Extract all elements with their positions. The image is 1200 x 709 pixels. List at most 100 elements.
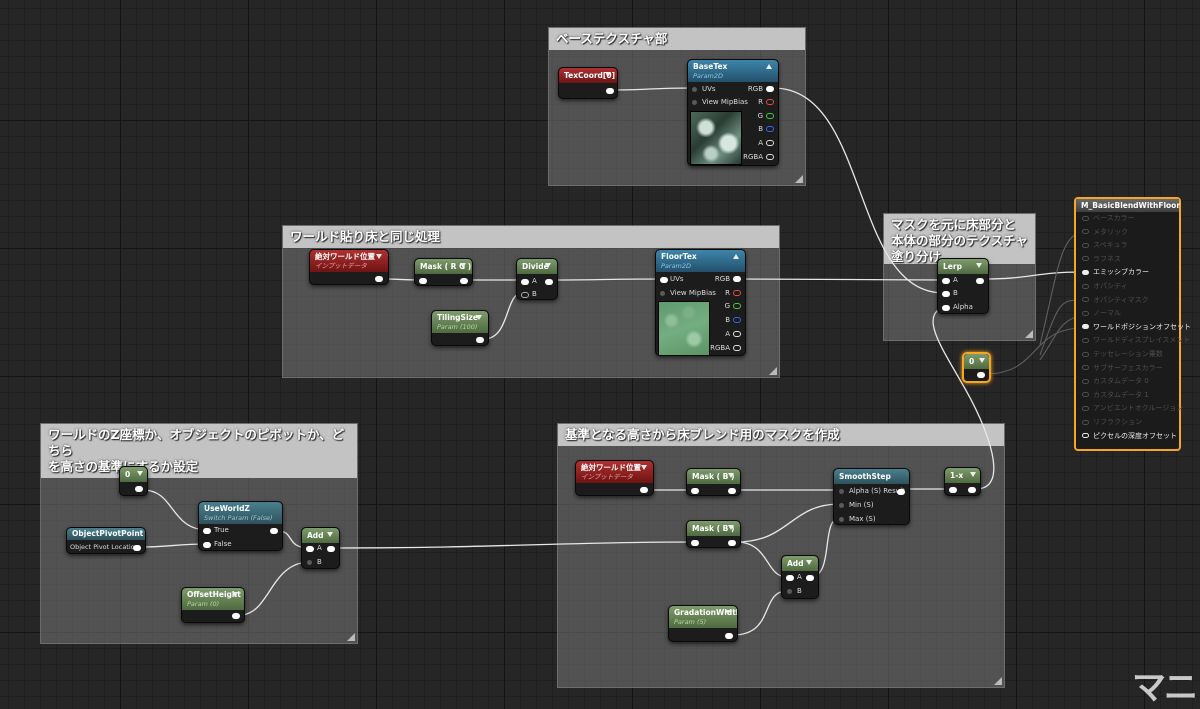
input-pin[interactable] xyxy=(419,278,427,284)
collapse-icon[interactable] xyxy=(725,610,731,615)
input-pin[interactable] xyxy=(691,488,699,494)
collapse-icon[interactable] xyxy=(766,64,772,69)
collapse-icon[interactable] xyxy=(605,72,611,77)
constant-zero-node[interactable]: 0 xyxy=(119,466,148,496)
material-pin-16[interactable]: ピクセルの深度オフセット xyxy=(1082,431,1177,441)
one-minus-node[interactable]: 1-x xyxy=(944,467,981,496)
collapse-icon[interactable] xyxy=(460,263,466,268)
output-pin-a[interactable] xyxy=(733,331,741,337)
material-pin-10[interactable]: テッセレーション乗数 xyxy=(1082,349,1163,359)
input-pin-true[interactable] xyxy=(203,528,211,534)
absolute-world-position-node[interactable]: 絶対ワールド位置 インプットデータ xyxy=(309,249,389,285)
constant-zero-node-selected[interactable]: 0 xyxy=(962,352,991,383)
gradation-width-node[interactable]: GradationWidth Param (5) xyxy=(668,605,738,642)
material-pin-7[interactable]: ノーマル xyxy=(1082,308,1121,318)
material-pin-11[interactable]: サブサーフェスカラー xyxy=(1082,363,1163,373)
output-pin[interactable] xyxy=(806,575,814,581)
input-pin-icon[interactable] xyxy=(1082,310,1089,316)
output-pin[interactable] xyxy=(606,88,614,94)
input-pin-alpha[interactable] xyxy=(839,489,844,494)
input-pin-icon[interactable] xyxy=(1082,405,1089,411)
input-pin-b[interactable] xyxy=(942,291,950,297)
resize-handle[interactable] xyxy=(1025,330,1033,338)
output-pin[interactable] xyxy=(327,546,335,552)
resize-handle[interactable] xyxy=(994,677,1002,685)
input-pin-icon[interactable] xyxy=(1082,337,1089,343)
input-pin-a[interactable] xyxy=(786,575,794,581)
material-pin-15[interactable]: リフラクション xyxy=(1082,417,1142,427)
material-result-node[interactable]: M_BasicBlendWithFloor ベースカラーメタリックスペキュララフ… xyxy=(1074,197,1191,451)
output-pin[interactable] xyxy=(968,487,976,493)
collapse-icon[interactable] xyxy=(137,471,143,476)
add-node[interactable]: Add A B xyxy=(781,555,819,599)
input-pin-icon[interactable] xyxy=(1082,351,1089,357)
material-pin-1[interactable]: メタリック xyxy=(1082,227,1128,237)
collapse-icon[interactable] xyxy=(728,525,734,530)
input-pin-min[interactable] xyxy=(839,503,844,508)
absolute-world-position-node[interactable]: 絶対ワールド位置 インプットデータ xyxy=(575,460,654,496)
material-pin-14[interactable]: アンビエントオクルージョン xyxy=(1082,403,1183,413)
input-pin-a[interactable] xyxy=(521,279,529,285)
input-pin[interactable] xyxy=(949,487,957,493)
collapse-icon[interactable] xyxy=(641,465,647,470)
output-pin[interactable] xyxy=(977,372,985,378)
object-pivot-point-node[interactable]: ObjectPivotPoint Object Pivot Location xyxy=(66,527,146,554)
input-pin-icon[interactable] xyxy=(1082,297,1089,303)
output-pin-r[interactable] xyxy=(766,99,774,105)
material-pin-6[interactable]: オパシティマスク xyxy=(1082,295,1149,305)
output-pin-rgb[interactable] xyxy=(766,86,774,92)
input-pin-b[interactable] xyxy=(521,292,529,298)
resize-handle[interactable] xyxy=(347,633,355,641)
material-pin-2[interactable]: スペキュラ xyxy=(1082,240,1128,250)
material-pin-0[interactable]: ベースカラー xyxy=(1082,213,1135,223)
input-pin-icon[interactable] xyxy=(1082,433,1089,439)
output-pin[interactable] xyxy=(460,278,468,284)
output-pin-g[interactable] xyxy=(766,113,774,119)
collapse-icon[interactable] xyxy=(979,358,985,363)
collapse-icon[interactable] xyxy=(733,254,739,259)
output-pin-rgba[interactable] xyxy=(733,345,741,351)
input-pin-b[interactable] xyxy=(787,589,792,594)
output-pin-b[interactable] xyxy=(733,317,741,323)
output-pin-g[interactable] xyxy=(733,303,741,309)
floortex-node[interactable]: FloorTex Param2D UVs View MipBias RGB R … xyxy=(655,249,746,356)
offset-height-node[interactable]: OffsetHeight Param (0) xyxy=(181,587,245,623)
collapse-icon[interactable] xyxy=(327,532,333,537)
collapse-icon[interactable] xyxy=(976,263,982,268)
output-pin-a[interactable] xyxy=(766,140,774,146)
input-pin-icon[interactable] xyxy=(1082,229,1089,235)
mask-b-node[interactable]: Mask ( B ) xyxy=(686,520,741,548)
mask-b-node[interactable]: Mask ( B ) xyxy=(686,468,741,496)
input-pin-mipbias[interactable] xyxy=(660,291,665,296)
resize-handle[interactable] xyxy=(795,175,803,183)
input-pin-uvs[interactable] xyxy=(692,87,697,92)
basetex-node[interactable]: BaseTex Param2D UVs View MipBias RGB R G… xyxy=(687,59,779,166)
input-pin-icon[interactable] xyxy=(1082,215,1089,221)
input-pin-max[interactable] xyxy=(839,517,844,522)
output-pin-b[interactable] xyxy=(766,126,774,132)
collapse-icon[interactable] xyxy=(970,472,976,477)
lerp-node[interactable]: Lerp A B Alpha xyxy=(937,258,989,314)
output-pin[interactable] xyxy=(545,279,553,285)
mask-rg-node[interactable]: Mask ( R G ) xyxy=(414,258,473,286)
material-pin-13[interactable]: カスタムデータ 1 xyxy=(1082,390,1149,400)
input-pin-false[interactable] xyxy=(203,542,211,548)
input-pin-alpha[interactable] xyxy=(942,305,950,311)
output-pin[interactable] xyxy=(232,613,240,619)
tiling-size-node[interactable]: TilingSize Param (100) xyxy=(431,310,489,346)
input-pin-a[interactable] xyxy=(942,278,950,284)
material-pin-4[interactable]: エミッシブカラー xyxy=(1082,267,1149,277)
collapse-icon[interactable] xyxy=(232,592,238,597)
collapse-icon[interactable] xyxy=(806,560,812,565)
resize-handle[interactable] xyxy=(769,367,777,375)
output-pin-rgb[interactable] xyxy=(733,276,741,282)
input-pin-icon[interactable] xyxy=(1082,392,1089,398)
material-pin-3[interactable]: ラフネス xyxy=(1082,254,1121,264)
use-world-z-switch-node[interactable]: UseWorldZ Switch Param (False) True Fals… xyxy=(198,501,283,551)
input-pin-icon[interactable] xyxy=(1082,283,1089,289)
input-pin-icon[interactable] xyxy=(1082,365,1089,371)
input-pin-uvs[interactable] xyxy=(660,277,668,283)
material-pin-8[interactable]: ワールドポジションオフセット xyxy=(1082,322,1191,332)
input-pin[interactable] xyxy=(691,540,699,546)
output-pin[interactable] xyxy=(270,528,278,534)
